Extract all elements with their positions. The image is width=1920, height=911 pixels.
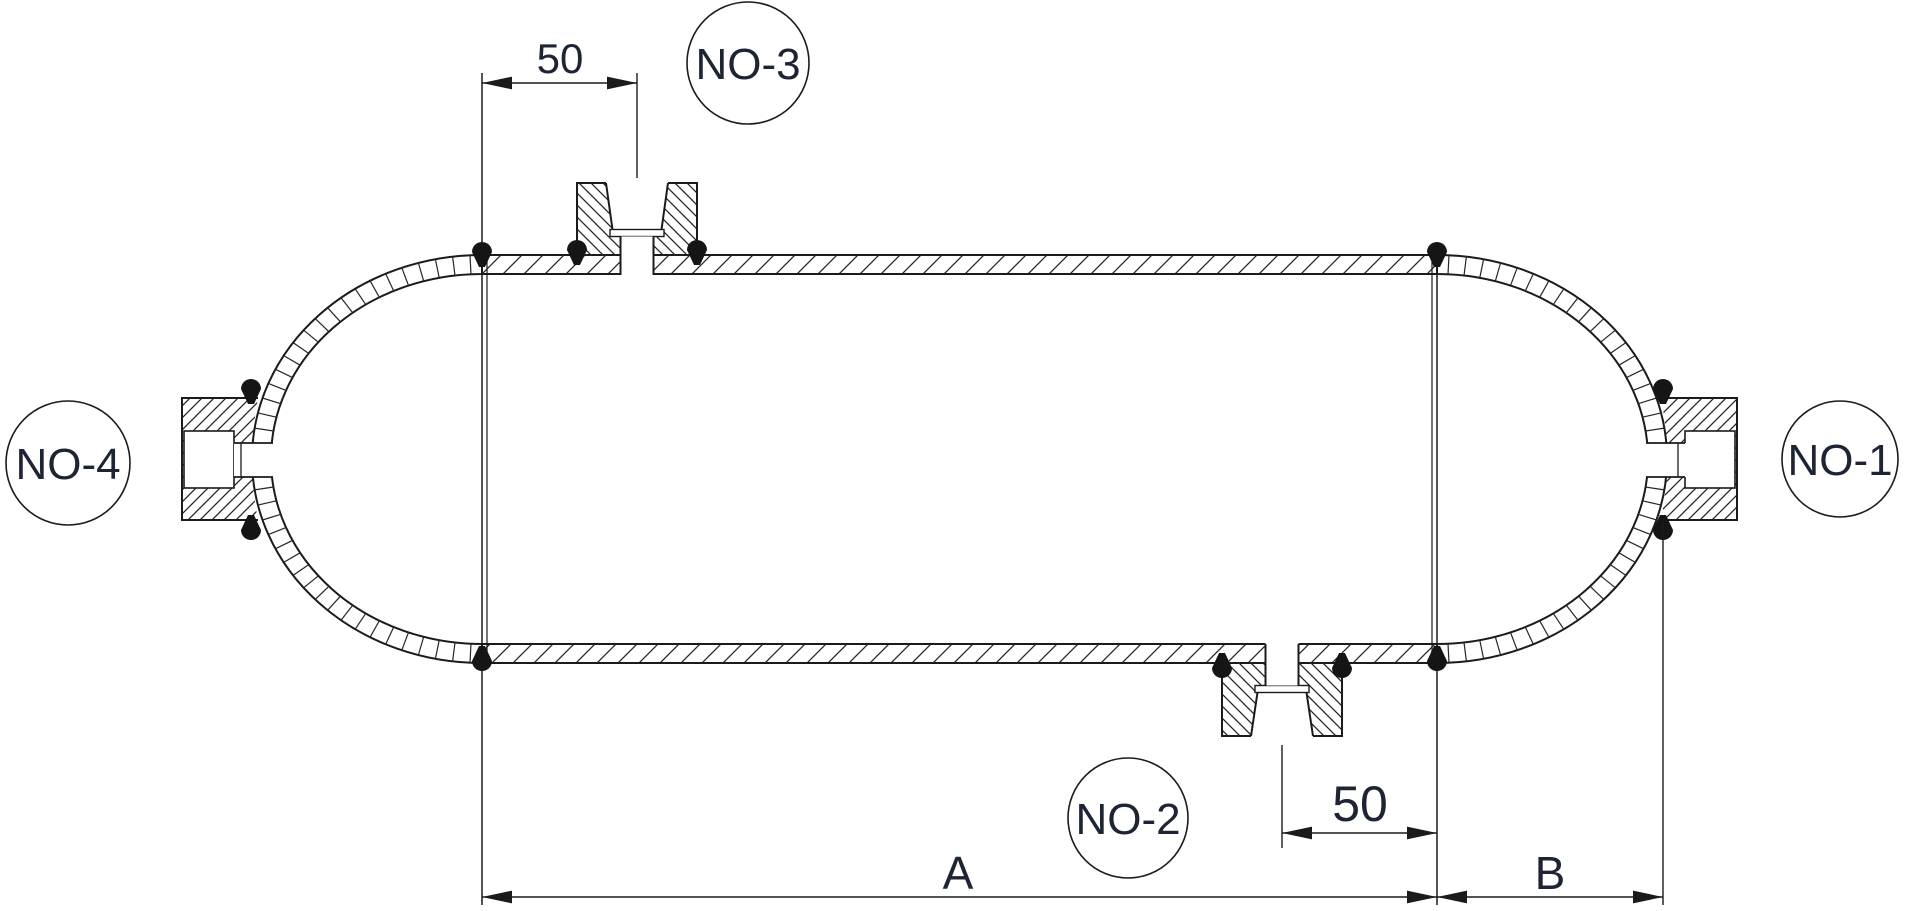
- balloon-no2: NO-2: [1067, 757, 1189, 879]
- nozzle-no4: [181, 397, 274, 521]
- dim-value-a: A: [943, 847, 974, 899]
- tangent-line-left: [481, 73, 488, 905]
- balloon-no4: NO-4: [5, 400, 131, 526]
- drawing-labels: 50 50 A B: [537, 35, 1566, 899]
- dim-value-b: B: [1535, 847, 1566, 899]
- balloon-no1-label: NO-1: [1787, 436, 1892, 485]
- right-head: [1436, 253, 1668, 665]
- nozzle-balloons: NO-3 NO-4 NO-2 NO-1: [5, 1, 1899, 879]
- dim-value-no2-offset: 50: [1332, 776, 1388, 832]
- dim-value-no3-offset: 50: [537, 35, 584, 82]
- balloon-no3: NO-3: [686, 1, 810, 125]
- right-head-hatch: [1447, 255, 1667, 663]
- weld-dots: [241, 240, 1673, 678]
- nozzle-no1: [1646, 397, 1738, 521]
- tangent-line-right: [1431, 256, 1438, 905]
- balloon-no1: NO-1: [1781, 400, 1899, 518]
- nozzle-no3: [576, 182, 698, 276]
- nozzle-no2: [1221, 643, 1343, 737]
- balloon-no3-label: NO-3: [695, 40, 800, 89]
- balloon-no2-label: NO-2: [1075, 795, 1180, 844]
- balloon-no4-label: NO-4: [15, 440, 120, 489]
- dimension-arrowheads: [482, 76, 1663, 904]
